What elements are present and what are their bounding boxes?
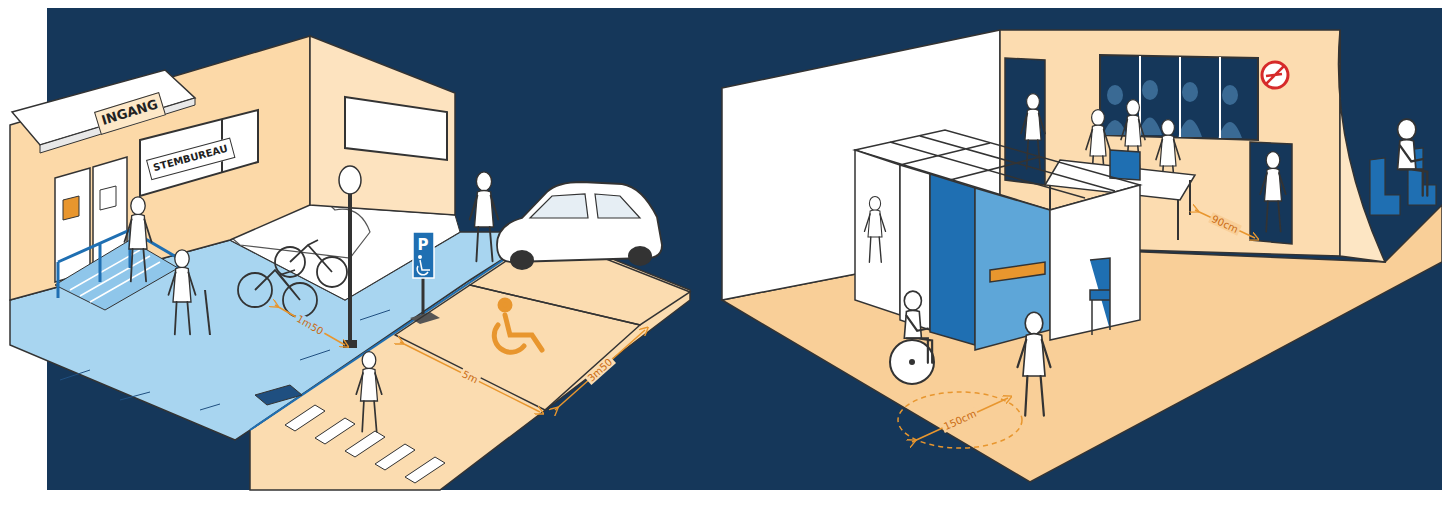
- parking-sign-wheelchair-head: [418, 255, 422, 259]
- silhouette: [1222, 85, 1238, 105]
- helper: [1018, 312, 1051, 415]
- windows: [1100, 55, 1258, 140]
- parking-sign: [413, 232, 434, 278]
- dimension-line: [400, 342, 540, 412]
- waiting-voter: [1398, 119, 1428, 196]
- door-left: [55, 168, 90, 282]
- silhouette: [1107, 85, 1123, 105]
- paving-marks: [60, 310, 390, 410]
- wheelchair-hub: [909, 359, 915, 365]
- room-curved-wall: [1338, 30, 1385, 262]
- car-windows: [530, 194, 640, 218]
- bicycles: [238, 240, 347, 317]
- car: [497, 182, 662, 270]
- lamp-post: [348, 190, 352, 345]
- car-wheel: [628, 246, 652, 266]
- crosswalk-stripe: [315, 418, 355, 444]
- lamp-head: [339, 166, 361, 194]
- accessible-parking-spot: [395, 285, 640, 410]
- bike-frame: [255, 240, 332, 300]
- voter-peeking: [865, 196, 886, 262]
- building-side-wall: [310, 36, 455, 215]
- door-notice: [63, 196, 79, 220]
- room-scene: [722, 30, 1442, 482]
- crosswalk-stripe: [405, 457, 445, 483]
- booth-panel: [855, 150, 900, 315]
- dimension-line: [275, 305, 345, 345]
- lamp-base: [343, 340, 357, 348]
- walking-man: [470, 172, 499, 261]
- door-notice: [100, 186, 116, 210]
- ballot-box: [1110, 150, 1140, 180]
- parking-sign-post: [422, 278, 425, 318]
- person-on-ramp: [125, 197, 152, 282]
- ramp-railing: [58, 230, 178, 298]
- walking-cane: [205, 290, 210, 335]
- crosswalk-stripe: [345, 431, 385, 457]
- parking-sign-letter: P: [416, 237, 431, 254]
- dimension-line: [1195, 210, 1255, 238]
- dimension-line: [912, 398, 1008, 442]
- turning-circle: [898, 392, 1022, 448]
- ramp: [55, 240, 178, 310]
- silhouette: [1142, 80, 1158, 100]
- side-window: [345, 97, 447, 160]
- marking-head: [500, 300, 510, 310]
- chair: [1370, 158, 1400, 215]
- elderly-woman: [169, 250, 196, 335]
- silhouette: [1182, 82, 1198, 102]
- front-window: [140, 110, 258, 196]
- voting-booths: [855, 130, 1140, 350]
- booth-curtain-blue: [930, 174, 975, 345]
- crosswalk-stripe: [375, 444, 415, 470]
- no-smoking-sign: [1262, 62, 1288, 88]
- crosswalk-stripe: [285, 405, 325, 431]
- crosswalk: [285, 405, 445, 483]
- dimension-line: [555, 330, 645, 410]
- parking-sign-wheelchair: [417, 260, 430, 275]
- side-door: [1250, 142, 1292, 244]
- marking-wheel: [494, 325, 524, 352]
- drain-grate: [255, 385, 302, 405]
- window-mullions: [1140, 56, 1220, 138]
- crossing-child: [356, 352, 382, 432]
- booth-chair: [1090, 258, 1110, 335]
- car-wheel: [510, 250, 534, 270]
- no-smoking-bar: [1266, 66, 1284, 84]
- wheelchair-user: [904, 291, 932, 363]
- booth-desk: [990, 262, 1045, 282]
- booth-side-panel: [1050, 185, 1140, 340]
- wheelchair-marking: [494, 300, 542, 352]
- person-entering: [1260, 152, 1286, 232]
- street-scene: [10, 36, 690, 490]
